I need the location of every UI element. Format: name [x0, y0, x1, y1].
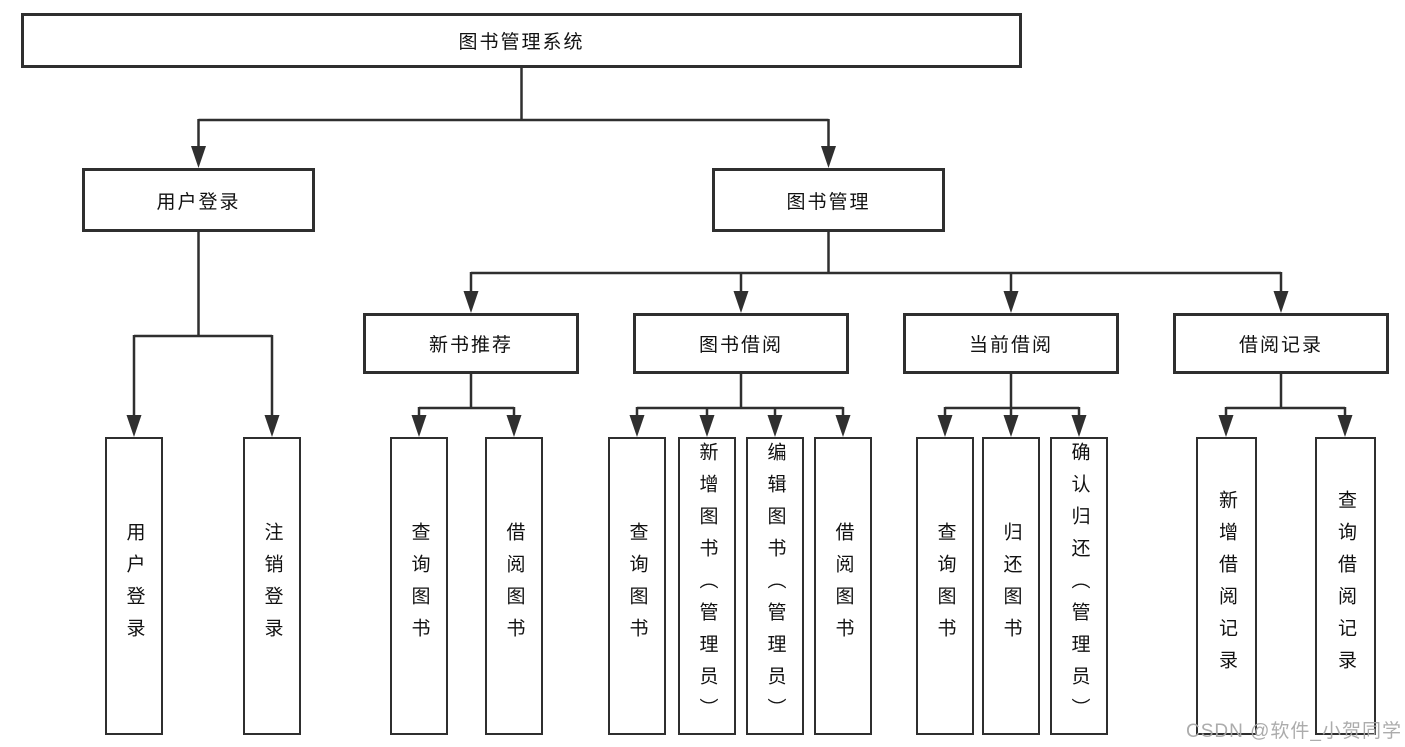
node-current-borrowing: 当前借阅: [903, 313, 1119, 374]
leaf-borrow-books-borrowing: 借阅图书: [814, 437, 872, 735]
leaf-confirm-return-admin-label: 确认归还（管理员）: [1068, 442, 1090, 730]
leaf-query-books-new-label: 查询图书: [408, 522, 430, 650]
leaf-add-book-admin: 新增图书（管理员）: [678, 437, 736, 735]
leaf-query-books-borrowing: 查询图书: [608, 437, 666, 735]
node-book-management-label: 图书管理: [786, 191, 871, 213]
leaf-return-book-label: 归还图书: [1000, 522, 1022, 650]
leaf-query-borrow-record: 查询借阅记录: [1315, 437, 1376, 735]
node-book-management: 图书管理: [712, 168, 945, 232]
csdn-watermark: CSDN @软件_小贺同学: [1186, 721, 1402, 742]
leaf-confirm-return-admin: 确认归还（管理员）: [1050, 437, 1108, 735]
leaf-edit-book-admin-label: 编辑图书（管理员）: [764, 442, 786, 730]
leaf-add-book-admin-label: 新增图书（管理员）: [696, 442, 718, 730]
leaf-query-books-current-label: 查询图书: [934, 522, 956, 650]
leaf-logout-label: 注销登录: [261, 522, 283, 650]
leaf-user-login-label: 用户登录: [123, 522, 145, 650]
leaf-borrow-books-new: 借阅图书: [485, 437, 543, 735]
node-user-login: 用户登录: [82, 168, 315, 232]
leaf-edit-book-admin: 编辑图书（管理员）: [746, 437, 804, 735]
root-node-label: 图书管理系统: [458, 32, 585, 53]
root-node-library-management-system: 图书管理系统: [21, 13, 1022, 68]
node-new-book-recommend-label: 新书推荐: [428, 335, 513, 356]
leaf-query-books-current: 查询图书: [916, 437, 974, 735]
leaf-add-borrow-record: 新增借阅记录: [1196, 437, 1257, 735]
node-current-borrowing-label: 当前借阅: [968, 335, 1053, 356]
leaf-query-books-borrowing-label: 查询图书: [626, 522, 648, 650]
node-book-borrowing-label: 图书借阅: [698, 335, 783, 356]
leaf-logout: 注销登录: [243, 437, 301, 735]
leaf-return-book: 归还图书: [982, 437, 1040, 735]
node-user-login-label: 用户登录: [156, 191, 241, 213]
leaf-user-login: 用户登录: [105, 437, 163, 735]
leaf-query-books-new: 查询图书: [390, 437, 448, 735]
leaf-borrow-books-borrowing-label: 借阅图书: [832, 522, 854, 650]
node-borrow-records: 借阅记录: [1173, 313, 1389, 374]
leaf-query-borrow-record-label: 查询借阅记录: [1335, 490, 1356, 682]
node-book-borrowing: 图书借阅: [633, 313, 849, 374]
node-new-book-recommend: 新书推荐: [363, 313, 579, 374]
leaf-borrow-books-new-label: 借阅图书: [503, 522, 525, 650]
leaf-add-borrow-record-label: 新增借阅记录: [1216, 490, 1237, 682]
node-borrow-records-label: 借阅记录: [1238, 335, 1323, 356]
